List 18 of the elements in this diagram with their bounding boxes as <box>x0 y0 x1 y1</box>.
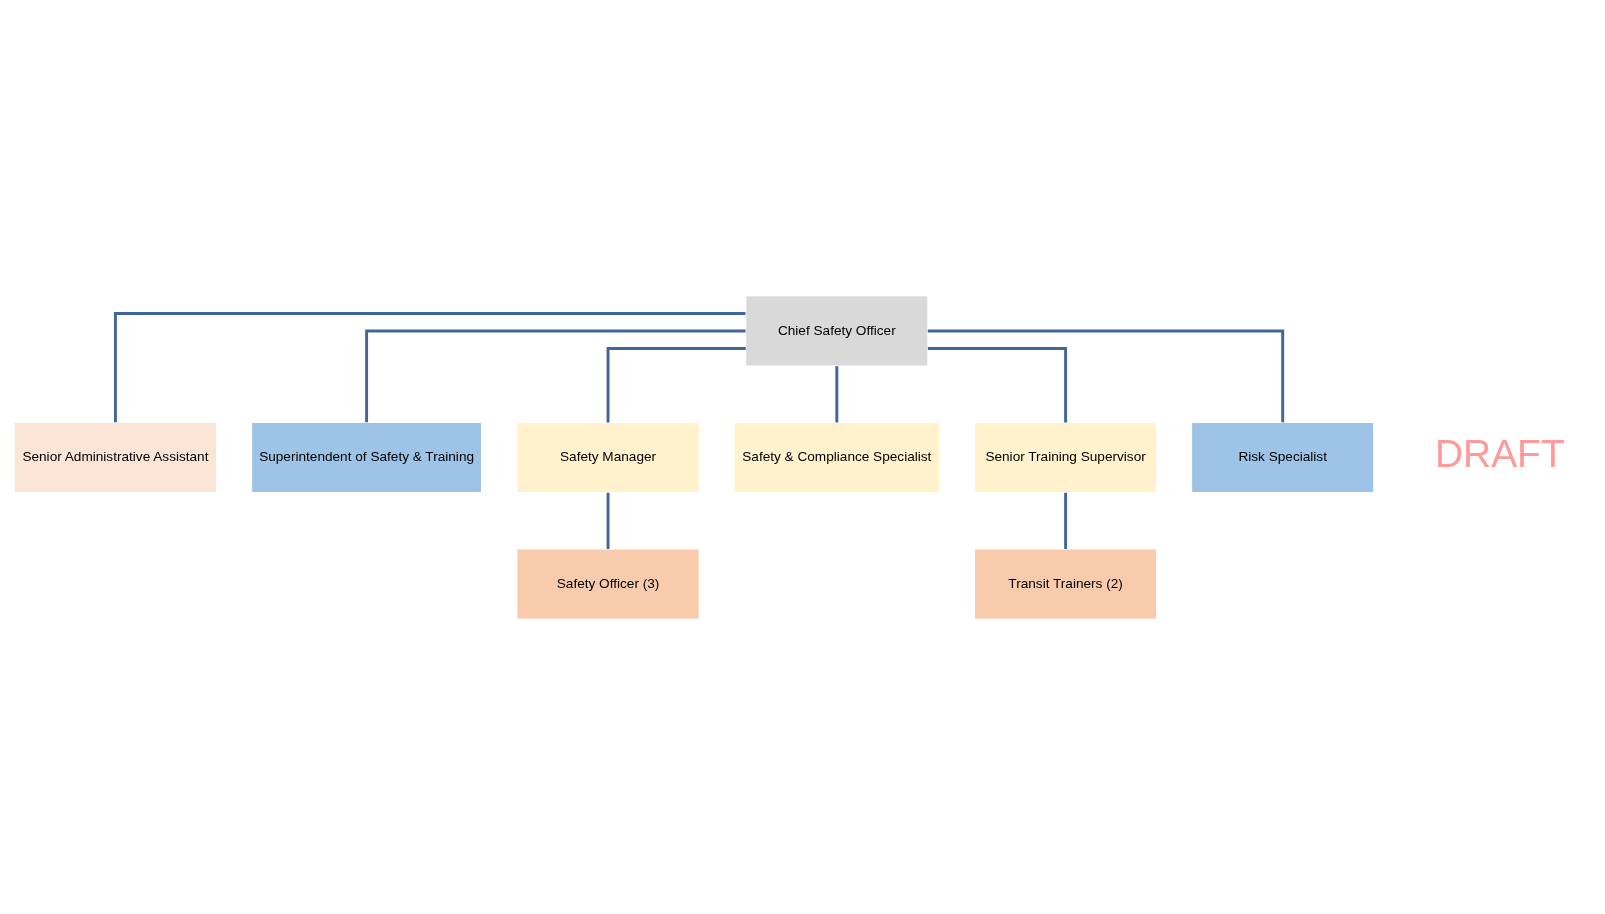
node-box: Senior Administrative Assistant <box>13 421 218 493</box>
node-box: Senior Training Supervisor <box>974 421 1158 493</box>
node-box: Safety & Compliance Specialist <box>733 421 940 493</box>
connector <box>113 311 746 422</box>
node-box: Risk Specialist <box>1191 421 1375 493</box>
node-box: Transit Trainers (2) <box>974 548 1158 620</box>
label: DRAFT <box>1434 431 1565 475</box>
connector <box>606 492 610 549</box>
connector <box>365 329 746 422</box>
connector <box>835 365 839 422</box>
connector <box>927 329 1285 422</box>
connector <box>606 346 746 422</box>
connector <box>1064 492 1068 549</box>
node-box: Safety Manager <box>516 421 700 493</box>
node-box: Safety Officer (3) <box>516 548 700 620</box>
node-box: Chief Safety Officer <box>745 294 929 366</box>
node-box: Superintendent of Safety & Training <box>251 421 482 493</box>
connector <box>927 346 1068 422</box>
